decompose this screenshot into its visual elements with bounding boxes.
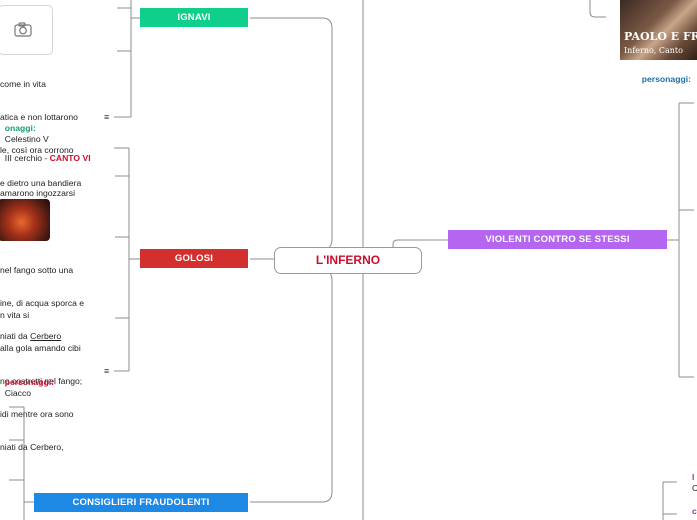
golosi-note-line: amarono ingozzarsi xyxy=(0,188,75,198)
personaggi-value: Ciacco xyxy=(4,388,32,398)
golosi-note-line: no costretti nel fango; xyxy=(0,376,83,386)
right-bottom-note: l xyxy=(692,472,695,482)
golosi-image[interactable] xyxy=(0,199,50,241)
golosi-note-line: nel fango sotto una xyxy=(0,265,74,275)
personaggi-value: Celestino V xyxy=(4,134,49,144)
golosi-cerchio: III cerchio - CANTO VI xyxy=(0,142,91,164)
menu-icon[interactable]: ≡ xyxy=(104,112,110,122)
ignavi-note-line: e dietro una bandiera xyxy=(0,178,82,188)
ignavi-note-line: come in vita xyxy=(0,79,46,89)
ignavi-note-line: le, così ora corrono xyxy=(0,145,74,155)
ignavi-description: come in vita atica e non lottarono le, c… xyxy=(0,57,81,200)
golosi-pena: nel fango sotto una ine, di acqua sporca… xyxy=(0,243,84,353)
paolo-francesca-image[interactable]: PAOLO E FR Inferno, Canto xyxy=(620,0,697,60)
image-placeholder[interactable] xyxy=(0,5,53,55)
golosi-note-line: niati da Cerbero xyxy=(0,331,84,342)
topic-golosi[interactable]: GOLOSI xyxy=(140,249,248,268)
golosi-note-text: niati da xyxy=(0,331,31,341)
ignavi-note-line: atica e non lottarono xyxy=(0,112,78,122)
golosi-note-line: n vita si xyxy=(0,310,30,320)
golosi-contrappasso: n vita si alla gola amando cibi no costr… xyxy=(0,288,82,464)
golosi-note-line: niati da Cerbero, xyxy=(0,442,64,452)
menu-icon[interactable]: ≡ xyxy=(104,366,110,376)
central-topic[interactable]: L'INFERNO xyxy=(274,247,422,274)
topic-ignavi[interactable]: IGNAVI xyxy=(140,8,248,27)
golosi-personaggi: personaggi: Ciacco xyxy=(0,366,54,399)
golosi-note-line: idi mentre ora sono xyxy=(0,409,74,419)
golosi-note-line: alla gola amando cibi xyxy=(0,343,81,353)
topic-violenti-contro-se-stessi[interactable]: VIOLENTI CONTRO SE STESSI xyxy=(448,230,667,249)
right-personaggi: personaggi: xyxy=(637,63,691,85)
right-bottom-note: C xyxy=(692,483,697,493)
golosi-note-line: ine, di acqua sporca e xyxy=(0,298,85,308)
topic-consiglieri-fraudolenti[interactable]: CONSIGLIERI FRAUDOLENTI xyxy=(34,493,248,512)
personaggi-label: personaggi: xyxy=(641,74,691,84)
right-bottom-note: c xyxy=(692,506,697,516)
cerchio-text: III cerchio - xyxy=(4,153,50,163)
cerbero-link[interactable]: Cerbero xyxy=(30,331,62,341)
image-subtitle: Inferno, Canto xyxy=(624,46,683,55)
personaggi-label: onaggi: xyxy=(4,123,36,133)
ignavi-personaggi: onaggi: Celestino V xyxy=(0,112,49,145)
camera-icon xyxy=(14,22,32,37)
canto-label: CANTO VI xyxy=(49,153,91,163)
image-title: PAOLO E FR xyxy=(624,30,697,43)
personaggi-label: personaggi: xyxy=(4,377,54,387)
